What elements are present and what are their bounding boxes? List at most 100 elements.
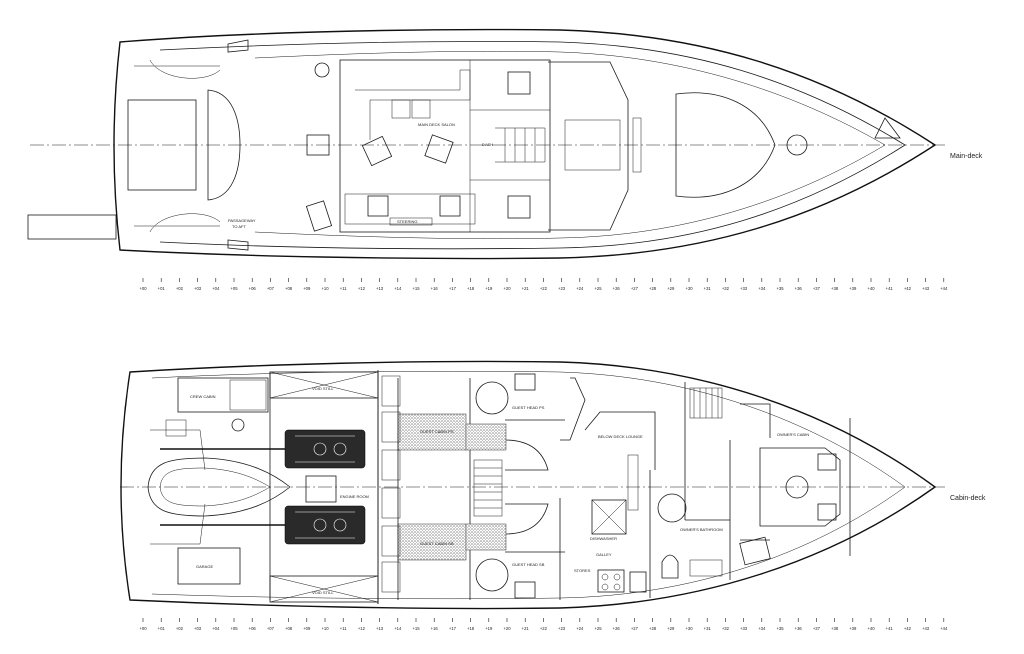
frame-label: +03: [194, 626, 202, 631]
void-top-label: VOID STILL: [312, 386, 334, 391]
frame-label: +10: [321, 286, 329, 291]
frame-label: +22: [540, 286, 548, 291]
frame-label: +02: [176, 286, 184, 291]
frame-label: +29: [667, 626, 675, 631]
dishwasher-label: DISHWASHER: [590, 536, 617, 541]
guest-sb-shower: [475, 558, 509, 592]
frame-label: +25: [594, 286, 602, 291]
frame-label: +17: [449, 286, 457, 291]
frame-label: +11: [340, 286, 347, 291]
owner-nightstand-1: [817, 453, 837, 471]
frame-label: +27: [631, 626, 639, 631]
aft-stairs-main: [305, 200, 333, 232]
frame-label: +01: [158, 286, 166, 291]
frame-label: +30: [685, 626, 693, 631]
frame-label: +08: [285, 286, 293, 291]
frame-label: +05: [230, 286, 238, 291]
void-top: [269, 371, 379, 399]
guest-sb-bed-extension: [465, 523, 507, 551]
engine-room-walls: [269, 372, 379, 604]
frame-label: +11: [340, 626, 347, 631]
frame-label: +05: [230, 626, 238, 631]
saloon-cabinet: [389, 217, 433, 226]
guest-cabin-sb-label: GUEST CABIN SB: [420, 541, 454, 546]
frame-label: +39: [849, 626, 857, 631]
frame-label: +35: [776, 286, 784, 291]
frame-label: +40: [867, 286, 875, 291]
crew-bunk: [229, 379, 267, 411]
passage-label-2: TO AFT: [232, 224, 246, 229]
owner-toilet: [661, 554, 679, 579]
galley-counter-main: [355, 69, 471, 140]
frame-label: +00: [139, 626, 147, 631]
frame-label: +31: [704, 286, 712, 291]
frame-label: +37: [813, 286, 821, 291]
owner-bath-label: OWNER'S BATHROOM: [680, 527, 723, 532]
saloon-chair-3: [367, 195, 389, 217]
saloon-table-1: [391, 99, 411, 119]
guest-ps-bed-extension: [465, 423, 507, 451]
frame-label: +09: [303, 626, 311, 631]
frame-label: +01: [158, 626, 166, 631]
cabin-deck-inner: [151, 371, 906, 600]
frame-label: +06: [249, 626, 257, 631]
cabin-deck-hull: [120, 360, 937, 610]
guest-cabin-sb-bed: [397, 523, 467, 561]
frame-label: +17: [449, 626, 457, 631]
cabin-stairs: [473, 459, 503, 517]
owner-closet: [739, 536, 771, 566]
frame-label: +13: [376, 286, 384, 291]
frame-label: +20: [503, 286, 511, 291]
frame-label: +12: [358, 626, 366, 631]
owner-bed: [759, 447, 841, 527]
frame-label: +14: [394, 626, 402, 631]
crew-cabin: [177, 377, 269, 413]
frame-label: +43: [922, 626, 930, 631]
frame-label: +36: [795, 286, 803, 291]
frame-label: +08: [285, 626, 293, 631]
lounge-walls: [560, 377, 586, 441]
frame-label: +10: [321, 626, 329, 631]
crew-shower: [231, 418, 245, 432]
frame-label: +02: [176, 626, 184, 631]
helm-label: DASH: [482, 142, 493, 147]
lounge-label: BELOW DECK LOUNGE: [598, 434, 643, 439]
frame-label: +33: [740, 286, 748, 291]
frame-label: +09: [303, 286, 311, 291]
frame-label: +44: [940, 626, 948, 631]
anchor-locker: [874, 117, 901, 139]
frame-label: +27: [631, 286, 639, 291]
frame-label: +39: [849, 286, 857, 291]
frame-label: +28: [649, 286, 657, 291]
engine-room-hatch: [305, 475, 337, 503]
frame-label: +41: [886, 286, 894, 291]
guest-cabin-ps-label: GUEST CABIN PS: [420, 429, 454, 434]
frame-label: +23: [558, 286, 566, 291]
galley-wall: [559, 470, 651, 600]
owner-cabin-label: OWNER'S CABIN: [777, 432, 809, 437]
void-bottom-label: VOID STILL: [312, 590, 334, 595]
frame-label: +19: [485, 626, 493, 631]
main-deck-label: Main-deck: [950, 153, 983, 160]
frame-label: +38: [831, 626, 839, 631]
garage-label: GARAGE: [196, 564, 213, 569]
frame-label: +32: [722, 286, 730, 291]
cabinet-label: STEERING: [397, 219, 417, 224]
owner-stairs: [689, 387, 723, 419]
saloon-chair-1: [361, 135, 393, 167]
frame-label: +14: [394, 286, 402, 291]
frame-label: +13: [376, 626, 384, 631]
passage-label-1: PASSAGEWAY: [228, 218, 256, 223]
frame-label: +18: [467, 286, 475, 291]
saloon-chair-4: [439, 195, 461, 217]
guest-ps-toilet: [514, 373, 536, 391]
frame-label: +00: [139, 286, 147, 291]
frame-label: +38: [831, 286, 839, 291]
main-saloon: [339, 59, 551, 233]
saloon-label: MAIN DECK SALON: [418, 122, 455, 127]
frame-label: +26: [613, 626, 621, 631]
frame-label: +20: [503, 626, 511, 631]
windscreen: [548, 61, 629, 231]
stores-label: STORES: [574, 568, 591, 573]
